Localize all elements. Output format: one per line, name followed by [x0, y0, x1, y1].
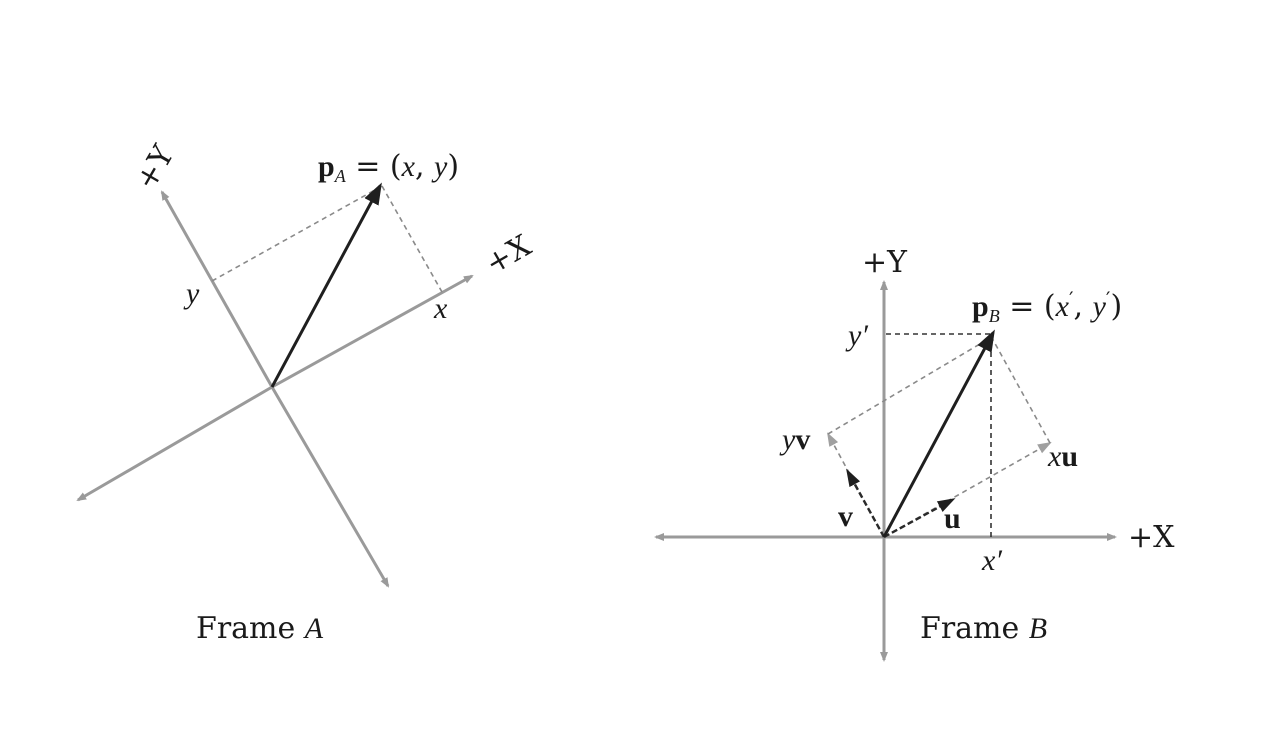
frame-b-yprime-tick-label: y′ [845, 319, 868, 352]
frame-a-y-tick-label: y [183, 277, 200, 310]
frame-a-x-axis-negative [76, 385, 273, 502]
frame-a-y-axis-label: +Y [129, 139, 182, 196]
frame-a-x-tick-label: x [433, 292, 448, 325]
frame-b-vector-p [882, 329, 995, 538]
frame-a: +Y +X y x pA = (x, y) Frame A [76, 139, 538, 646]
frame-b-u-label: u [944, 502, 961, 535]
frame-b-y-axis-label: +Y [862, 245, 908, 280]
frame-a-y-axis [160, 190, 274, 388]
frame-b-point-label: pB = (x′, y′) [972, 287, 1122, 326]
frame-b-parallel-to-u [827, 337, 991, 435]
frame-a-projection-x [381, 185, 443, 293]
frame-b: +Y +X y′ x′ pB = (x′, y′) yv xu u v Fram… [654, 245, 1175, 662]
frame-b-parallel-to-v [991, 337, 1051, 444]
frame-b-xu-label: xu [1047, 440, 1078, 473]
frame-b-vector-v [846, 468, 886, 538]
frame-a-caption: Frame A [196, 611, 324, 646]
frame-a-x-axis [271, 274, 474, 389]
frame-a-projection-y [211, 185, 383, 282]
frame-a-vector-p [270, 182, 382, 388]
frame-a-point-label: pA = (x, y) [318, 149, 459, 186]
frame-a-y-axis-negative [270, 386, 390, 588]
frame-b-x-axis-label: +X [1128, 520, 1175, 555]
frame-b-vector-u [883, 498, 956, 539]
frame-b-yv-label: yv [779, 423, 810, 456]
frame-b-v-label: v [838, 500, 853, 533]
frame-b-caption: Frame B [920, 611, 1047, 646]
frame-b-xprime-tick-label: x′ [981, 544, 1002, 577]
frame-a-x-axis-label: +X [480, 228, 538, 282]
